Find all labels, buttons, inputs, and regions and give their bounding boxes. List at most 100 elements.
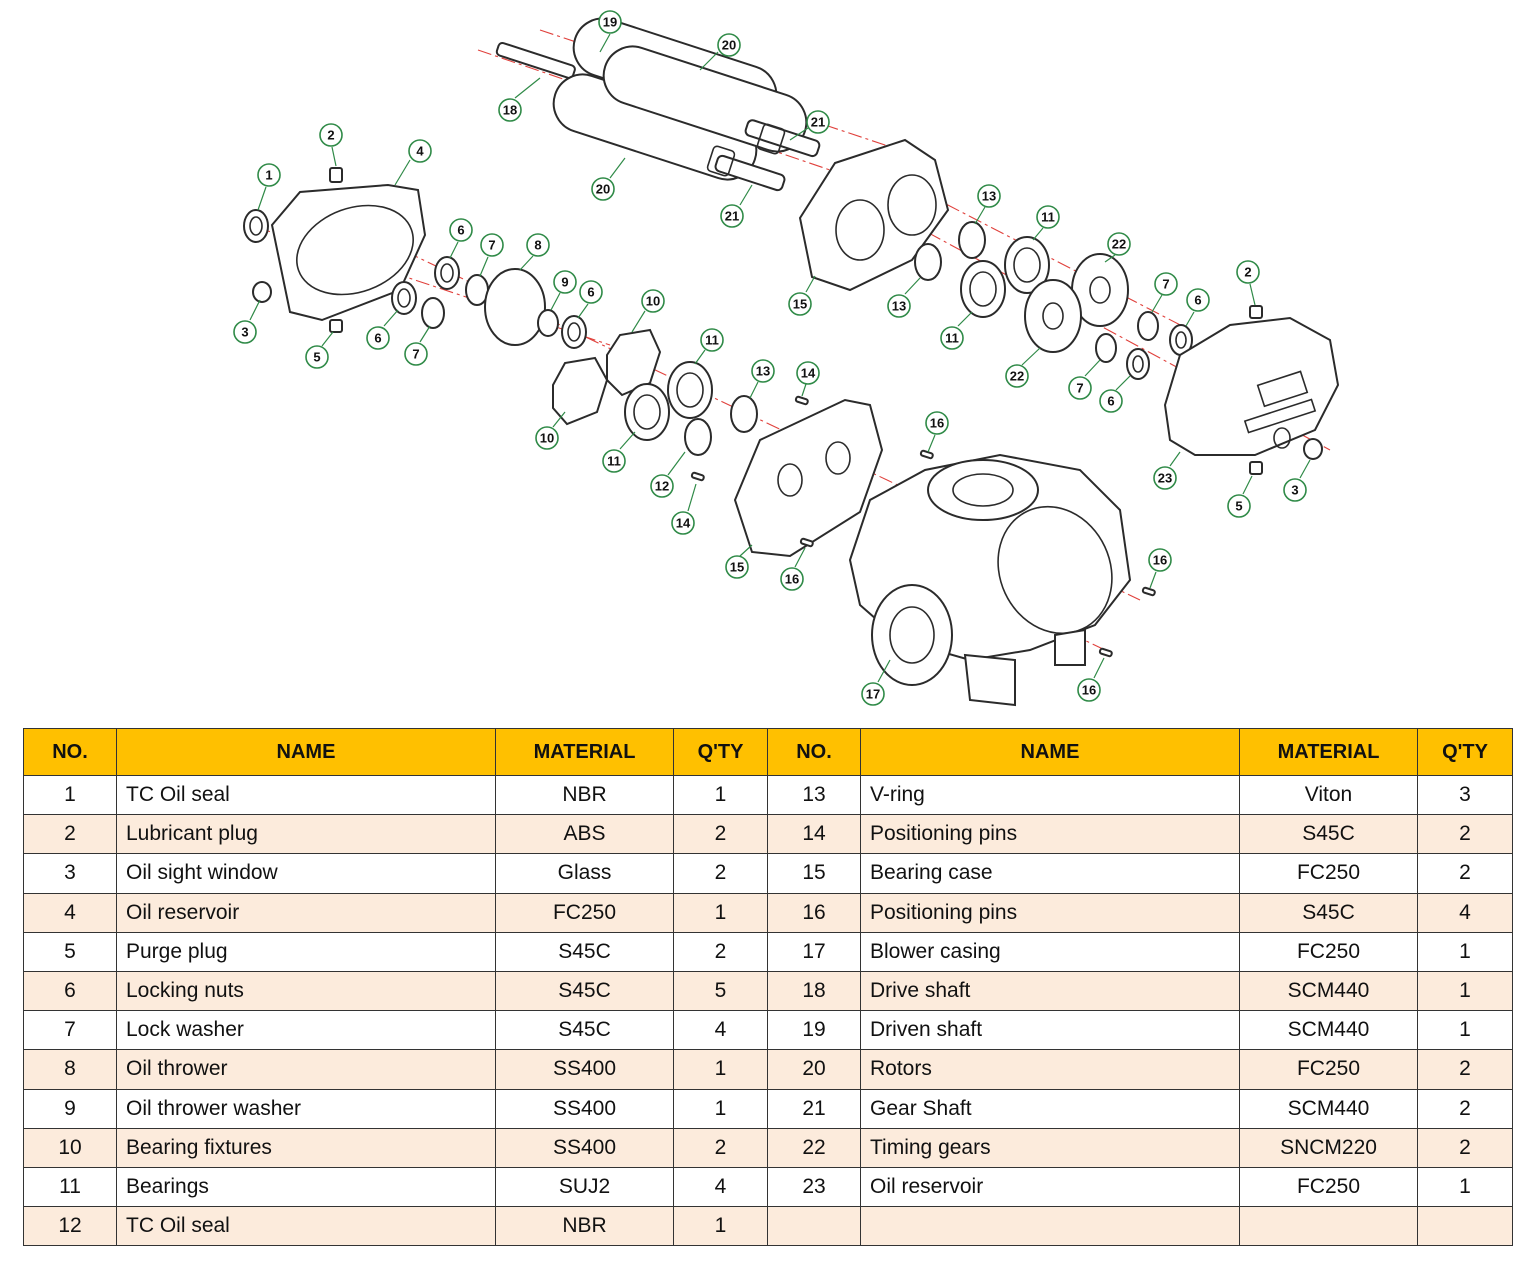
callout-17: 17 bbox=[861, 659, 891, 706]
cell-name: Oil sight window bbox=[116, 853, 496, 894]
header-material-left: MATERIAL bbox=[495, 728, 674, 776]
cell-no: 19 bbox=[767, 1010, 861, 1051]
callout-5-left: 5 bbox=[305, 331, 334, 369]
svg-text:7: 7 bbox=[488, 238, 495, 253]
callout-7-b: 7 bbox=[404, 325, 431, 366]
cell-qty: 4 bbox=[673, 1010, 768, 1051]
callout-13-a: 13 bbox=[749, 359, 775, 399]
header-qty-left: Q'TY bbox=[673, 728, 768, 776]
svg-text:21: 21 bbox=[811, 115, 825, 130]
bearing-case-upper bbox=[798, 138, 950, 292]
bearing-case-lower bbox=[690, 395, 1156, 658]
callout-2-right: 2 bbox=[1236, 260, 1260, 306]
cell-material: FC250 bbox=[495, 892, 674, 933]
callout-16-c: 16 bbox=[1148, 548, 1172, 589]
callout-20-bottom: 20 bbox=[591, 157, 626, 201]
svg-text:15: 15 bbox=[730, 560, 744, 575]
cell-no: 14 bbox=[767, 814, 861, 855]
header-name-right: NAME bbox=[860, 728, 1240, 776]
cell-no: 17 bbox=[767, 931, 861, 972]
svg-text:6: 6 bbox=[457, 223, 464, 238]
callout-8: 8 bbox=[519, 233, 550, 271]
callout-23: 23 bbox=[1153, 451, 1181, 490]
svg-text:7: 7 bbox=[1076, 381, 1083, 396]
cell-name: Oil reservoir bbox=[860, 1166, 1240, 1208]
callout-16-b: 16 bbox=[925, 411, 949, 453]
cell-name: Drive shaft bbox=[860, 970, 1240, 1012]
svg-text:13: 13 bbox=[982, 189, 996, 204]
callout-11-c: 11 bbox=[1032, 205, 1060, 241]
cell-qty: 2 bbox=[673, 814, 768, 855]
cell-qty: 2 bbox=[673, 931, 768, 972]
cell-no: 9 bbox=[23, 1088, 117, 1129]
table-header-row: NO. NAME MATERIAL Q'TY NO. NAME MATERIAL… bbox=[23, 728, 1513, 776]
header-no-right: NO. bbox=[767, 728, 861, 776]
cell-no: 8 bbox=[23, 1049, 117, 1090]
svg-text:2: 2 bbox=[1244, 265, 1251, 280]
cell-material: S45C bbox=[495, 970, 674, 1012]
cell-name: Driven shaft bbox=[860, 1010, 1240, 1051]
cell-name: TC Oil seal bbox=[116, 774, 496, 816]
callout-9: 9 bbox=[550, 270, 577, 311]
callout-6-e: 6 bbox=[1099, 375, 1131, 413]
cell-name: Bearings bbox=[116, 1166, 496, 1208]
callout-11-d: 11 bbox=[940, 311, 973, 350]
svg-text:7: 7 bbox=[1162, 277, 1169, 292]
cell-qty: 2 bbox=[1417, 1088, 1513, 1129]
svg-text:23: 23 bbox=[1158, 471, 1172, 486]
cell-qty: 2 bbox=[673, 853, 768, 894]
cell-qty: 2 bbox=[1417, 1127, 1513, 1168]
svg-text:6: 6 bbox=[587, 285, 594, 300]
cell-name: Positioning pins bbox=[860, 814, 1240, 855]
cell-no: 16 bbox=[767, 892, 861, 933]
cell-no bbox=[767, 1206, 861, 1247]
svg-text:12: 12 bbox=[655, 479, 669, 494]
callout-6-b: 6 bbox=[577, 280, 603, 319]
cell-material: Glass bbox=[495, 853, 674, 894]
callout-20-top: 20 bbox=[699, 33, 741, 71]
cell-name: V-ring bbox=[860, 774, 1240, 816]
cell-name: Gear Shaft bbox=[860, 1088, 1240, 1129]
svg-text:10: 10 bbox=[646, 294, 660, 309]
svg-text:16: 16 bbox=[1082, 683, 1096, 698]
cell-name: Oil thrower washer bbox=[116, 1088, 496, 1129]
svg-text:20: 20 bbox=[722, 38, 736, 53]
svg-text:11: 11 bbox=[1041, 210, 1055, 225]
cell-material: FC250 bbox=[1239, 1049, 1418, 1090]
svg-text:14: 14 bbox=[801, 366, 816, 381]
cell-qty: 1 bbox=[1417, 1010, 1513, 1051]
cell-no: 15 bbox=[767, 853, 861, 894]
svg-text:9: 9 bbox=[561, 275, 568, 290]
cell-material: SCM440 bbox=[1239, 1010, 1418, 1051]
cell-no: 13 bbox=[767, 774, 861, 816]
callout-1: 1 bbox=[257, 163, 281, 211]
callout-7-a: 7 bbox=[479, 233, 504, 277]
left-bearing-group bbox=[552, 328, 758, 456]
cell-qty: 4 bbox=[673, 1166, 768, 1208]
cell-material: SCM440 bbox=[1239, 1088, 1418, 1129]
cell-qty: 1 bbox=[673, 1049, 768, 1090]
callout-16-d: 16 bbox=[1077, 657, 1105, 702]
callout-7-d: 7 bbox=[1068, 359, 1101, 400]
callout-12: 12 bbox=[650, 451, 686, 498]
callout-16-a: 16 bbox=[780, 547, 806, 591]
callout-13-b: 13 bbox=[974, 184, 1001, 225]
cell-qty: 5 bbox=[673, 970, 768, 1012]
svg-text:6: 6 bbox=[1194, 293, 1201, 308]
cell-material: FC250 bbox=[1239, 853, 1418, 894]
callout-7-c: 7 bbox=[1151, 272, 1178, 313]
cell-name: Rotors bbox=[860, 1049, 1240, 1090]
svg-text:1: 1 bbox=[265, 168, 272, 183]
svg-text:18: 18 bbox=[503, 103, 517, 118]
svg-text:4: 4 bbox=[416, 144, 424, 159]
callout-6-d: 6 bbox=[1185, 288, 1210, 327]
diagram-canvas: 19 20 18 21 20 21 1 2 4 3 5 6 7 8 9 6 6 … bbox=[233, 10, 1340, 707]
cell-no: 5 bbox=[23, 931, 117, 972]
svg-text:20: 20 bbox=[596, 182, 610, 197]
